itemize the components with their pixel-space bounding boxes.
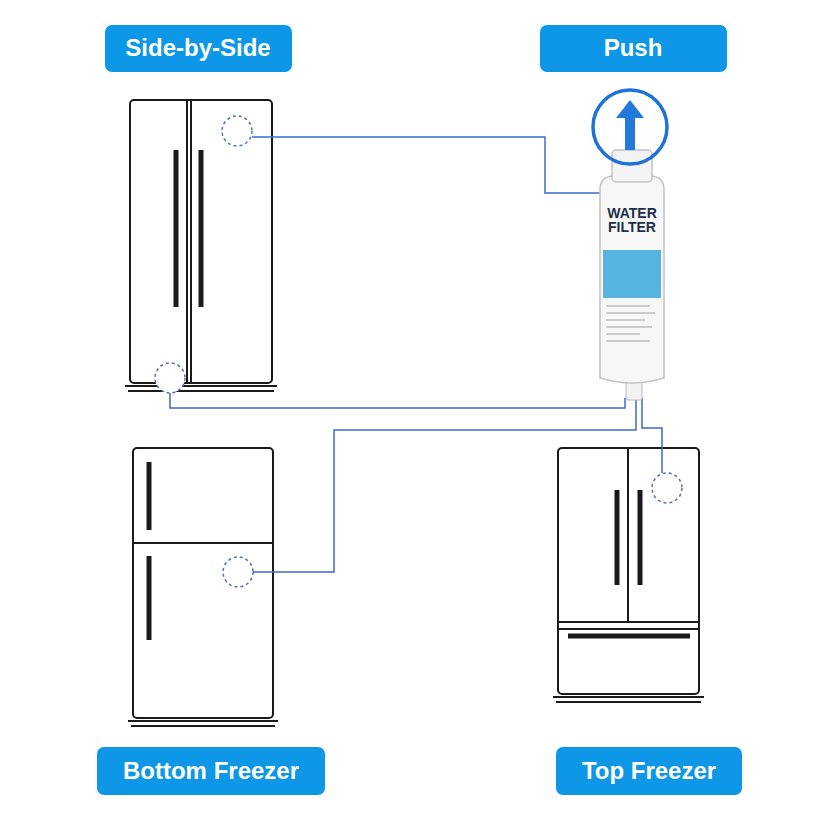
label-pill: Bottom Freezer xyxy=(97,747,325,795)
water-filter xyxy=(593,90,667,400)
label-pill: Side-by-Side xyxy=(105,25,292,72)
product-label: WATER FILTER xyxy=(602,206,662,234)
label-pill: Push xyxy=(540,25,727,72)
pill-text: Side-by-Side xyxy=(125,34,270,62)
pill-text: Bottom Freezer xyxy=(123,757,299,785)
fridge-bottom-freezer xyxy=(128,448,278,726)
label-pill: Top Freezer xyxy=(556,747,742,795)
pill-text: Top Freezer xyxy=(582,757,716,785)
location-circle xyxy=(155,116,682,587)
fridge-top-freezer xyxy=(553,448,704,702)
leader-line xyxy=(170,137,662,572)
pill-text: Push xyxy=(604,34,663,62)
fridge-side-by-side xyxy=(125,100,277,391)
